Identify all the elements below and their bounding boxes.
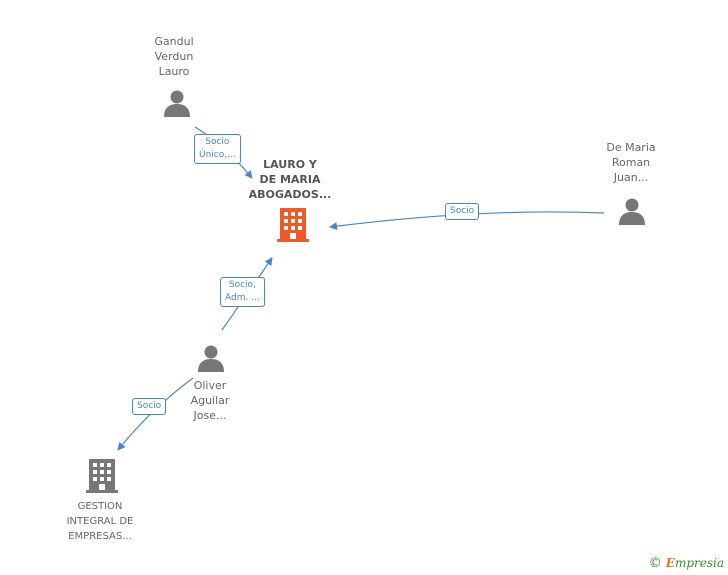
node-label-oliver[interactable]: Oliver Aguilar Jose... [170,378,250,423]
building-icon-lauro-abogados[interactable] [277,208,309,242]
node-label-line: Gandul [154,35,194,48]
person-icon-demaria[interactable] [619,198,645,226]
node-label-line: Juan... [613,171,649,184]
node-label-line: Oliver [193,379,227,392]
edge-label-line: Socio, [228,280,256,290]
node-label-line: EMPRESAS... [68,531,132,542]
copyright-brand: © Empresia [649,556,724,571]
node-label-line: Verdun [154,50,194,63]
edge-label-line: Adm. ... [225,293,260,303]
person-icon-oliver[interactable] [198,345,224,373]
node-label-line: GESTION [77,501,123,512]
node-label-line: Jose... [193,409,227,422]
edge-label-line: Único,... [199,150,236,160]
node-label-lauro-abogados[interactable]: LAURO Y DE MARIA ABOGADOS... [240,157,340,202]
node-label-line: Lauro [158,65,190,78]
copyright-icon: © [648,556,662,571]
edge-label-line: Socio [450,206,475,216]
node-label-line: De Maria [606,141,656,154]
edge-label-demaria-lauro[interactable]: Socio [445,203,480,220]
node-label-demaria[interactable]: De Maria Roman Juan... [591,140,671,185]
node-label-line: LAURO Y [263,158,317,171]
edge-label-oliver-lauro[interactable]: Socio, Adm. ... [220,277,265,307]
edge-label-oliver-gestion[interactable]: Socio [132,398,167,415]
node-label-gandul[interactable]: Gandul Verdun Lauro [134,34,214,79]
node-label-line: DE MARIA [259,173,321,186]
node-label-gestion[interactable]: GESTION INTEGRAL DE EMPRESAS... [50,499,150,544]
node-label-line: Roman [611,156,651,169]
brand-logo: Empresia [665,556,724,570]
node-label-line: INTEGRAL DE [66,516,134,527]
node-label-line: Aguilar [190,394,230,407]
edge-label-gandul-lauro[interactable]: Socio Único,... [194,134,241,164]
building-icon-gestion[interactable] [86,459,118,493]
node-label-line: ABOGADOS... [248,188,332,201]
person-icon-gandul[interactable] [164,90,190,118]
edge-label-line: Socio [205,137,230,147]
edge-label-line: Socio [137,401,162,411]
